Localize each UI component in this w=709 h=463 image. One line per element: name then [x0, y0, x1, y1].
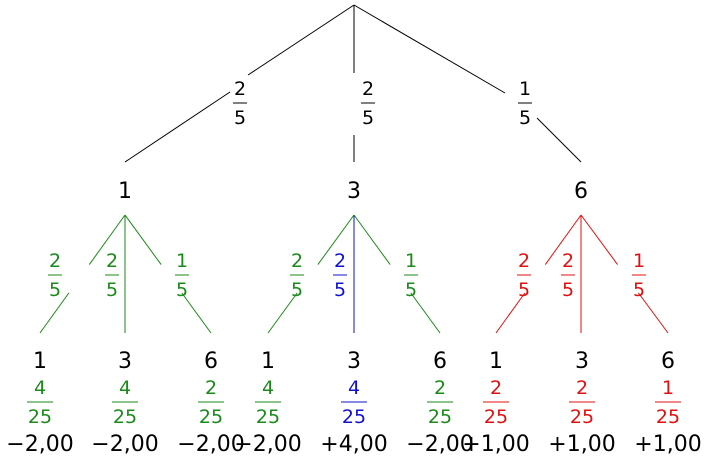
level2-branch-line	[317, 214, 355, 265]
level1-prob-1-numerator: 2	[362, 78, 374, 100]
level1-branch-line	[353, 4, 506, 94]
level1-prob-1-denominator: 5	[362, 107, 374, 129]
leaf-joint-prob-7-denominator: 25	[570, 406, 594, 428]
leaf-node-label-8: 6	[661, 349, 675, 374]
leaf-node-label-3: 1	[261, 349, 275, 374]
leaf-node-label-1: 3	[118, 349, 132, 374]
level2-prob-7-numerator: 2	[562, 250, 574, 272]
leaf-joint-prob-0-denominator: 25	[28, 406, 52, 428]
leaf-value-8: +1,00	[634, 432, 701, 457]
leaf-joint-prob-7-numerator: 2	[576, 377, 588, 399]
leaf-joint-prob-6-denominator: 25	[484, 406, 508, 428]
level1-branch-line	[536, 117, 582, 163]
level2-branch-line	[88, 214, 126, 265]
leaf-value-7: +1,00	[548, 432, 615, 457]
level2-branch-line	[544, 214, 582, 265]
level1-prob-2-numerator: 1	[519, 78, 531, 100]
level2-prob-0-numerator: 2	[49, 250, 61, 272]
leaf-joint-prob-3-numerator: 4	[262, 377, 274, 399]
leaf-joint-prob-4-denominator: 25	[342, 406, 366, 428]
level2-prob-8-numerator: 1	[633, 250, 645, 272]
level2-prob-4-denominator: 5	[334, 279, 346, 301]
leaf-value-1: −2,00	[91, 432, 158, 457]
level2-prob-2-denominator: 5	[176, 279, 188, 301]
leaf-joint-prob-0-numerator: 4	[34, 377, 46, 399]
level2-branch-line	[410, 292, 441, 334]
level1-prob-2-denominator: 5	[519, 107, 531, 129]
level2-prob-6-numerator: 2	[518, 250, 530, 272]
level2-prob-1-denominator: 5	[106, 279, 118, 301]
level2-prob-3-denominator: 5	[291, 279, 303, 301]
leaf-node-label-5: 6	[433, 349, 447, 374]
leaf-value-6: +1,00	[462, 432, 529, 457]
level2-prob-0-denominator: 5	[49, 279, 61, 301]
level2-branch-line	[267, 292, 298, 334]
level1-prob-0-denominator: 5	[234, 107, 246, 129]
leaf-value-3: −2,00	[234, 432, 301, 457]
level2-branch-line	[124, 214, 162, 265]
leaf-joint-prob-1-denominator: 25	[113, 406, 137, 428]
level2-branch-line	[638, 292, 669, 334]
leaf-node-label-0: 1	[33, 349, 47, 374]
level2-branch-line	[495, 292, 526, 334]
leaf-joint-prob-3-denominator: 25	[256, 406, 280, 428]
leaf-joint-prob-1-numerator: 4	[119, 377, 131, 399]
leaf-value-0: −2,00	[6, 432, 73, 457]
leaf-joint-prob-2-denominator: 25	[199, 406, 223, 428]
level2-prob-5-denominator: 5	[405, 279, 417, 301]
leaf-joint-prob-2-numerator: 2	[205, 377, 217, 399]
leaf-joint-prob-4-numerator: 4	[348, 377, 360, 399]
level2-prob-4-numerator: 2	[334, 250, 346, 272]
level2-prob-2-numerator: 1	[176, 250, 188, 272]
level1-prob-0-numerator: 2	[234, 78, 246, 100]
leaf-node-label-2: 6	[204, 349, 218, 374]
leaf-value-5: −2,00	[406, 432, 473, 457]
leaf-joint-prob-8-numerator: 1	[662, 377, 674, 399]
level2-prob-5-numerator: 1	[405, 250, 417, 272]
level2-prob-1-numerator: 2	[106, 250, 118, 272]
leaf-joint-prob-8-denominator: 25	[656, 406, 680, 428]
level2-prob-3-numerator: 2	[291, 250, 303, 272]
level2-prob-8-denominator: 5	[633, 279, 645, 301]
level2-branch-line	[39, 292, 70, 334]
level1-node-label-2: 6	[574, 179, 588, 204]
level2-prob-7-denominator: 5	[562, 279, 574, 301]
leaf-node-label-6: 1	[489, 349, 503, 374]
leaf-joint-prob-5-numerator: 2	[434, 377, 446, 399]
level1-branch-line	[247, 4, 355, 76]
level2-prob-6-denominator: 5	[518, 279, 530, 301]
level1-branch-line	[124, 91, 231, 163]
leaf-node-label-4: 3	[347, 349, 361, 374]
leaf-value-2: −2,00	[177, 432, 244, 457]
level2-branch-line	[580, 214, 618, 265]
leaf-value-4: +4,00	[320, 432, 387, 457]
level1-node-label-1: 3	[347, 179, 361, 204]
level2-branch-line	[353, 214, 391, 265]
level2-branch-line	[181, 292, 212, 334]
level1-node-label-0: 1	[118, 179, 132, 204]
leaf-node-label-7: 3	[575, 349, 589, 374]
leaf-joint-prob-6-numerator: 2	[490, 377, 502, 399]
leaf-joint-prob-5-denominator: 25	[428, 406, 452, 428]
